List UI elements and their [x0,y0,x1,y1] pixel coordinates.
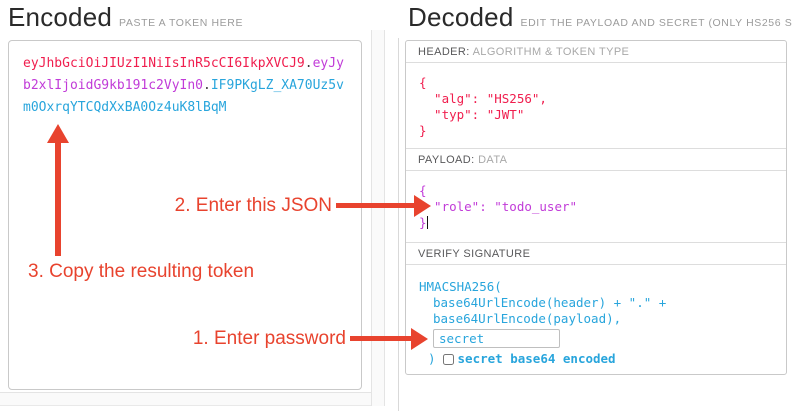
signature-closing-line: ) secret base64 encoded [406,351,786,367]
column-divider [398,38,399,411]
horizontal-scrollbar[interactable] [0,392,371,406]
annotation-step1-arrow [350,336,413,341]
base64-encoded-checkbox[interactable] [442,353,454,365]
payload-json-line: { [419,183,427,198]
decoded-subtitle-text: EDIT THE PAYLOAD AND SECRET (ONLY HS256 … [520,17,793,29]
header-json-line: } [419,123,427,138]
decoded-title-text: Decoded [408,2,514,32]
encoded-subtitle-text: PASTE A TOKEN HERE [119,17,244,29]
text-cursor [426,216,428,229]
signature-label-strong: VERIFY SIGNATURE [418,248,531,260]
payload-json-editor[interactable]: { "role": "todo_user" } [406,171,786,243]
token-signature-segment: IF9PKgLZ_XA70Uz5vm0OxrqYTCQdXxBA0Oz4uK8l… [23,78,344,115]
signature-formula-line: base64UrlEncode(payload), [433,311,622,326]
annotation-step3-arrowhead-icon [47,124,69,143]
token-payload-segment: eyJyb2xlIjoidG9kb191c2VyIn0 [23,56,344,93]
encoded-token-editor[interactable]: eyJhbGciOiJIUzI1NiIsInR5cCI6IkpXVCJ9.eyJ… [8,40,362,390]
header-label-light: ALGORITHM & TOKEN TYPE [472,46,630,58]
header-json-editor[interactable]: { "alg": "HS256", "typ": "JWT" } [406,63,786,149]
payload-json-line: "role": "todo_user" [419,199,578,214]
header-json-line: "alg": "HS256", [419,91,547,106]
payload-label-strong: PAYLOAD: [418,154,475,166]
annotation-step1-arrowhead-icon [411,328,428,350]
payload-label-light: DATA [478,154,508,166]
signature-formula-line: base64UrlEncode(header) + "." + [433,295,667,310]
annotation-step2-arrowhead-icon [414,195,431,217]
vertical-scrollbar[interactable] [371,30,385,406]
signature-section-label: VERIFY SIGNATURE [406,243,786,265]
header-json-line: { [419,75,427,90]
signature-close-paren: ) [428,351,436,366]
annotation-step2-text: 2. Enter this JSON [174,195,332,216]
annotation-step1-text: 1. Enter password [192,328,346,349]
header-section-label: HEADER: ALGORITHM & TOKEN TYPE [406,41,786,63]
payload-section-label: PAYLOAD: DATA [406,149,786,171]
annotation-step3-text: 3. Copy the resulting token [28,261,255,282]
token-header-segment: eyJhbGciOiJIUzI1NiIsInR5cCI6IkpXVCJ9 [23,56,305,71]
annotation-step2-arrow [336,203,416,208]
payload-json-close-brace: } [419,215,427,230]
token-dot-1: . [304,56,313,71]
payload-json-line: } [406,215,786,231]
signature-block: HMACSHA256( base64UrlEncode(header) + ".… [406,265,786,374]
encoded-title-text: Encoded [8,2,113,32]
token-dot-2: . [203,78,211,93]
annotation-step3-arrow [55,141,61,256]
decoded-panel: HEADER: ALGORITHM & TOKEN TYPE { "alg": … [405,40,787,375]
signature-formula-line: HMACSHA256( [419,279,502,294]
header-label-strong: HEADER: [418,46,470,58]
base64-encoded-label[interactable]: secret base64 encoded [457,351,616,366]
header-json-line: "typ": "JWT" [419,107,525,122]
secret-input[interactable] [433,329,560,348]
